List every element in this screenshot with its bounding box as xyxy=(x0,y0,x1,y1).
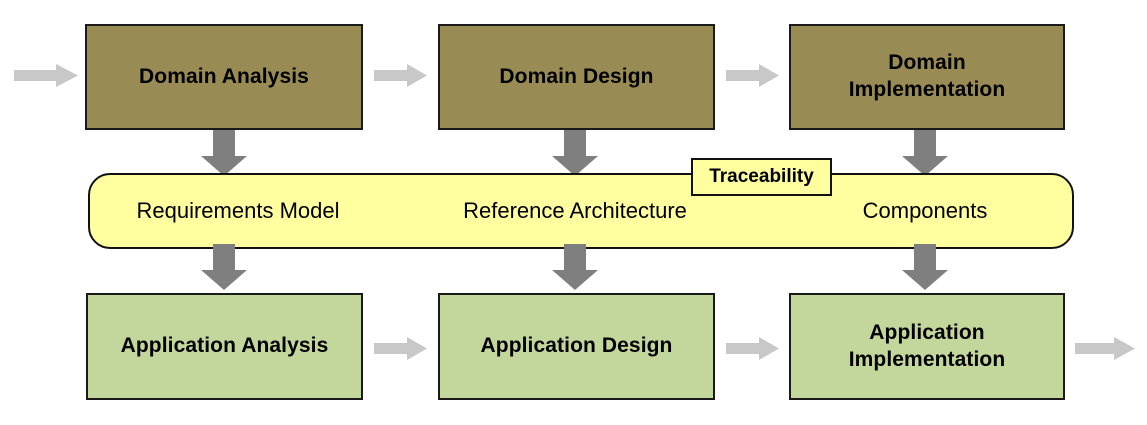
arrow-right-icon-application-1 xyxy=(374,337,427,360)
arrow-right-icon-domain-1 xyxy=(374,64,427,87)
arrow-down-icon-application-implementation xyxy=(902,244,948,290)
asset-bar xyxy=(88,173,1074,249)
arrow-down-icon-application-analysis xyxy=(201,244,247,290)
arrow-right-icon-application-2 xyxy=(726,337,779,360)
application-analysis-box[interactable]: Application Analysis xyxy=(86,293,363,400)
arrow-right-icon-domain-2 xyxy=(726,64,779,87)
arrow-down-icon-domain-implementation xyxy=(902,130,948,176)
application-design-box[interactable]: Application Design xyxy=(438,293,715,400)
arrow-down-icon-application-design xyxy=(552,244,598,290)
arrow-right-icon-domain-entry xyxy=(14,64,78,87)
arrow-right-icon-application-exit xyxy=(1075,337,1135,360)
asset-label-reference-architecture: Reference Architecture xyxy=(463,198,687,223)
asset-label-components: Components xyxy=(862,198,988,223)
asset-label-requirements-model: Requirements Model xyxy=(136,198,340,223)
domain-design-box[interactable]: Domain Design xyxy=(438,24,715,130)
domain-analysis-box[interactable]: Domain Analysis xyxy=(85,24,363,130)
arrow-down-icon-domain-analysis xyxy=(201,130,247,176)
traceability-tag[interactable]: Traceability xyxy=(691,158,832,196)
arrow-down-icon-domain-design xyxy=(552,130,598,176)
